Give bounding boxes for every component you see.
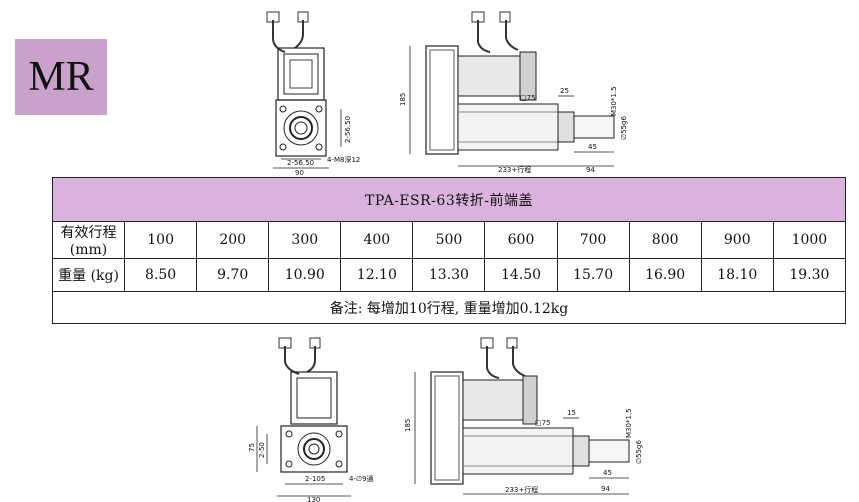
stroke-label: 有效行程 (mm)	[51, 221, 126, 259]
bottom-side-dim-45: 45	[603, 469, 612, 477]
stroke-cell: 100	[124, 221, 198, 259]
top-side-dim-45: 45	[588, 143, 597, 151]
top-front-dim-width: 90	[295, 169, 304, 177]
top-side-dim-stroke: 233+行程	[498, 165, 531, 174]
bottom-front-dim-holes: 4-∅9通	[349, 474, 374, 483]
spec-table: TPA-ESR-63转折-前端盖 有效行程 (mm) 100 200 300 4…	[51, 177, 847, 324]
bottom-front-view-drawing: 2-105 130 4-∅9通 75 2-50	[248, 337, 374, 502]
stroke-cell: 600	[484, 221, 558, 259]
stroke-cell: 700	[556, 221, 630, 259]
stroke-cell: 900	[700, 221, 774, 259]
top-side-dim-25: 25	[560, 87, 569, 95]
stroke-cell: 200	[196, 221, 270, 259]
model-badge-label: MR	[28, 54, 94, 100]
weight-cell: 19.30	[772, 258, 847, 292]
bottom-side-dim-15: 15	[567, 409, 576, 417]
bottom-front-dim-hole-spacing: 2-105	[305, 475, 325, 483]
top-front-dim-hole-spacing-v: 2-56.50	[344, 116, 352, 143]
stroke-cell: 1000	[772, 221, 847, 259]
top-side-dim-shaft: ∅55g6	[620, 116, 628, 140]
stroke-row: 有效行程 (mm) 100 200 300 400 500 600 700 80…	[51, 221, 847, 259]
bottom-front-dim-75: 75	[248, 443, 256, 452]
stroke-cell: 300	[268, 221, 342, 259]
bottom-side-dim-thread: M30*1.5	[625, 408, 633, 438]
bottom-side-dim-square: □75	[535, 419, 551, 427]
weight-cell: 9.70	[196, 258, 270, 292]
stroke-cell: 500	[412, 221, 486, 259]
bottom-front-dim-width: 130	[307, 496, 320, 502]
weight-label: 重量 (kg)	[51, 258, 126, 292]
top-side-dim-square: □75	[520, 94, 536, 102]
top-front-view-drawing: 2-56.50 90 4-M8深12 2-56.50	[266, 11, 360, 177]
weight-row: 重量 (kg) 8.50 9.70 10.90 12.10 13.30 14.5…	[51, 258, 847, 292]
bottom-side-dim-shaft: ∅55g6	[635, 440, 643, 464]
bottom-side-view-drawing: 185 233+行程 94 45 □75 15 M30*1.5 ∅55g6	[404, 337, 643, 495]
stroke-cell: 400	[340, 221, 414, 259]
weight-cell: 16.90	[628, 258, 702, 292]
bottom-front-dim-hole-spacing-v: 2-50	[258, 442, 266, 458]
spec-note: 备注: 每增加10行程, 重量增加0.12kg	[52, 291, 846, 324]
top-side-dim-height: 185	[399, 93, 407, 106]
weight-cell: 10.90	[268, 258, 342, 292]
weight-cell: 8.50	[124, 258, 198, 292]
stroke-cell: 800	[628, 221, 702, 259]
bottom-side-dim-94: 94	[601, 485, 610, 493]
model-badge: MR	[15, 39, 107, 115]
top-front-dim-holes: 4-M8深12	[327, 155, 360, 164]
weight-cell: 12.10	[340, 258, 414, 292]
bottom-side-dim-stroke: 233+行程	[505, 485, 538, 494]
top-side-view-drawing: 185 233+行程 94 45 □75 25 M30*1.5 ∅55g6	[399, 11, 628, 174]
weight-cell: 14.50	[484, 258, 558, 292]
weight-cell: 18.10	[700, 258, 774, 292]
weight-cell: 15.70	[556, 258, 630, 292]
spec-table-title: TPA-ESR-63转折-前端盖	[52, 177, 846, 222]
top-side-dim-94: 94	[586, 166, 595, 174]
top-side-dim-thread: M30*1.5	[610, 86, 618, 116]
bottom-side-dim-height: 185	[404, 419, 412, 432]
weight-cell: 13.30	[412, 258, 486, 292]
top-front-dim-hole-spacing: 2-56.50	[287, 159, 314, 167]
